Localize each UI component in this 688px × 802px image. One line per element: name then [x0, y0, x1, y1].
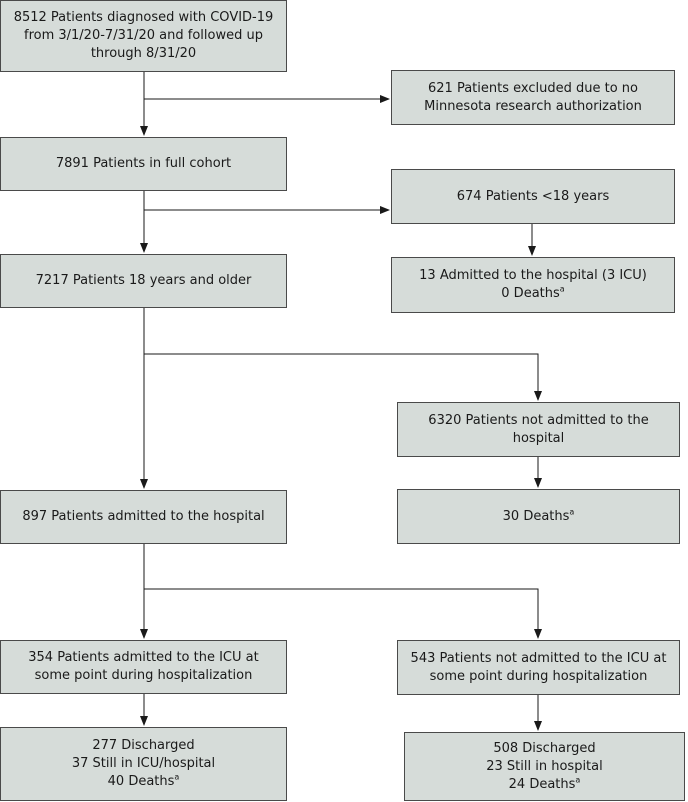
non-icu-deaths-text: 24 Deaths [508, 776, 576, 792]
adults-box: 7217 Patients 18 years and older [0, 254, 287, 308]
admitted-line-1: 897 Patients admitted to the hospital [22, 509, 265, 524]
arrow-to-non-icu [144, 588, 542, 639]
excluded-line-1: 621 Patients excluded due to no [428, 80, 638, 96]
excluded-line-2: Minnesota research authorization [424, 98, 642, 114]
icu-line-1: 354 Patients admitted to the ICU at [28, 650, 259, 665]
icu-line-2: some point during hospitalization [34, 668, 253, 683]
under18-outcome-line-2: 0 Deathsa [419, 285, 647, 303]
non-icu-outcome-box: 508 Discharged 23 Still in hospital 24 D… [404, 732, 685, 801]
icu-outcome-line-2: 37 Still in ICU/hospital [71, 756, 216, 771]
footnote-marker: a [559, 284, 565, 294]
footnote-marker: a [575, 775, 581, 785]
diagnosed-line-2: from 3/1/20-7/31/20 and followed up [24, 28, 263, 43]
not-admitted-outcome-line-1: 30 Deathsa [503, 508, 575, 526]
non-icu-outcome-line-1: 508 Discharged [493, 740, 596, 756]
not-admitted-box: 6320 Patients not admitted to the hospit… [397, 402, 680, 457]
full-cohort-box: 7891 Patients in full cohort [0, 137, 287, 191]
not-admitted-line-1: 6320 Patients not admitted to the [428, 412, 649, 428]
under18-deaths-text: 0 Deaths [501, 286, 560, 301]
non-icu-box: 543 Patients not admitted to the ICU at … [397, 640, 680, 695]
not-admitted-deaths-text: 30 Deaths [502, 508, 570, 524]
icu-box: 354 Patients admitted to the ICU at some… [0, 640, 287, 694]
not-admitted-outcome-box: 30 Deathsa [397, 489, 680, 544]
non-icu-line-2: some point during hospitalization [429, 668, 648, 684]
not-admitted-line-2: hospital [512, 430, 565, 446]
excluded-box: 621 Patients excluded due to no Minnesot… [391, 70, 675, 125]
non-icu-outcome-line-2: 23 Still in hospital [486, 758, 603, 774]
under18-outcome-line-1: 13 Admitted to the hospital (3 ICU) [419, 268, 647, 283]
icu-outcome-line-3: 40 Deathsa [72, 773, 215, 791]
icu-outcome-box: 277 Discharged 37 Still in ICU/hospital … [0, 727, 287, 801]
full-cohort-line-1: 7891 Patients in full cohort [55, 156, 232, 171]
admitted-box: 897 Patients admitted to the hospital [0, 490, 287, 544]
adults-line-1: 7217 Patients 18 years and older [35, 273, 252, 288]
icu-outcome-line-1: 277 Discharged [92, 738, 195, 753]
icu-deaths-text: 40 Deaths [107, 774, 175, 789]
arrow-to-not-admitted [144, 353, 542, 401]
footnote-marker: a [569, 507, 575, 517]
footnote-marker: a [174, 772, 180, 782]
diagnosed-line-3: through 8/31/20 [90, 46, 197, 61]
diagnosed-line-1: 8512 Patients diagnosed with COVID-19 [13, 10, 274, 25]
non-icu-line-1: 543 Patients not admitted to the ICU at [410, 650, 667, 666]
diagnosed-box: 8512 Patients diagnosed with COVID-19 fr… [0, 0, 287, 72]
under18-line-1: 674 Patients <18 years [456, 188, 610, 204]
under18-box: 674 Patients <18 years [391, 169, 675, 224]
under18-outcome-box: 13 Admitted to the hospital (3 ICU) 0 De… [391, 257, 675, 313]
non-icu-outcome-line-3: 24 Deathsa [486, 776, 602, 794]
